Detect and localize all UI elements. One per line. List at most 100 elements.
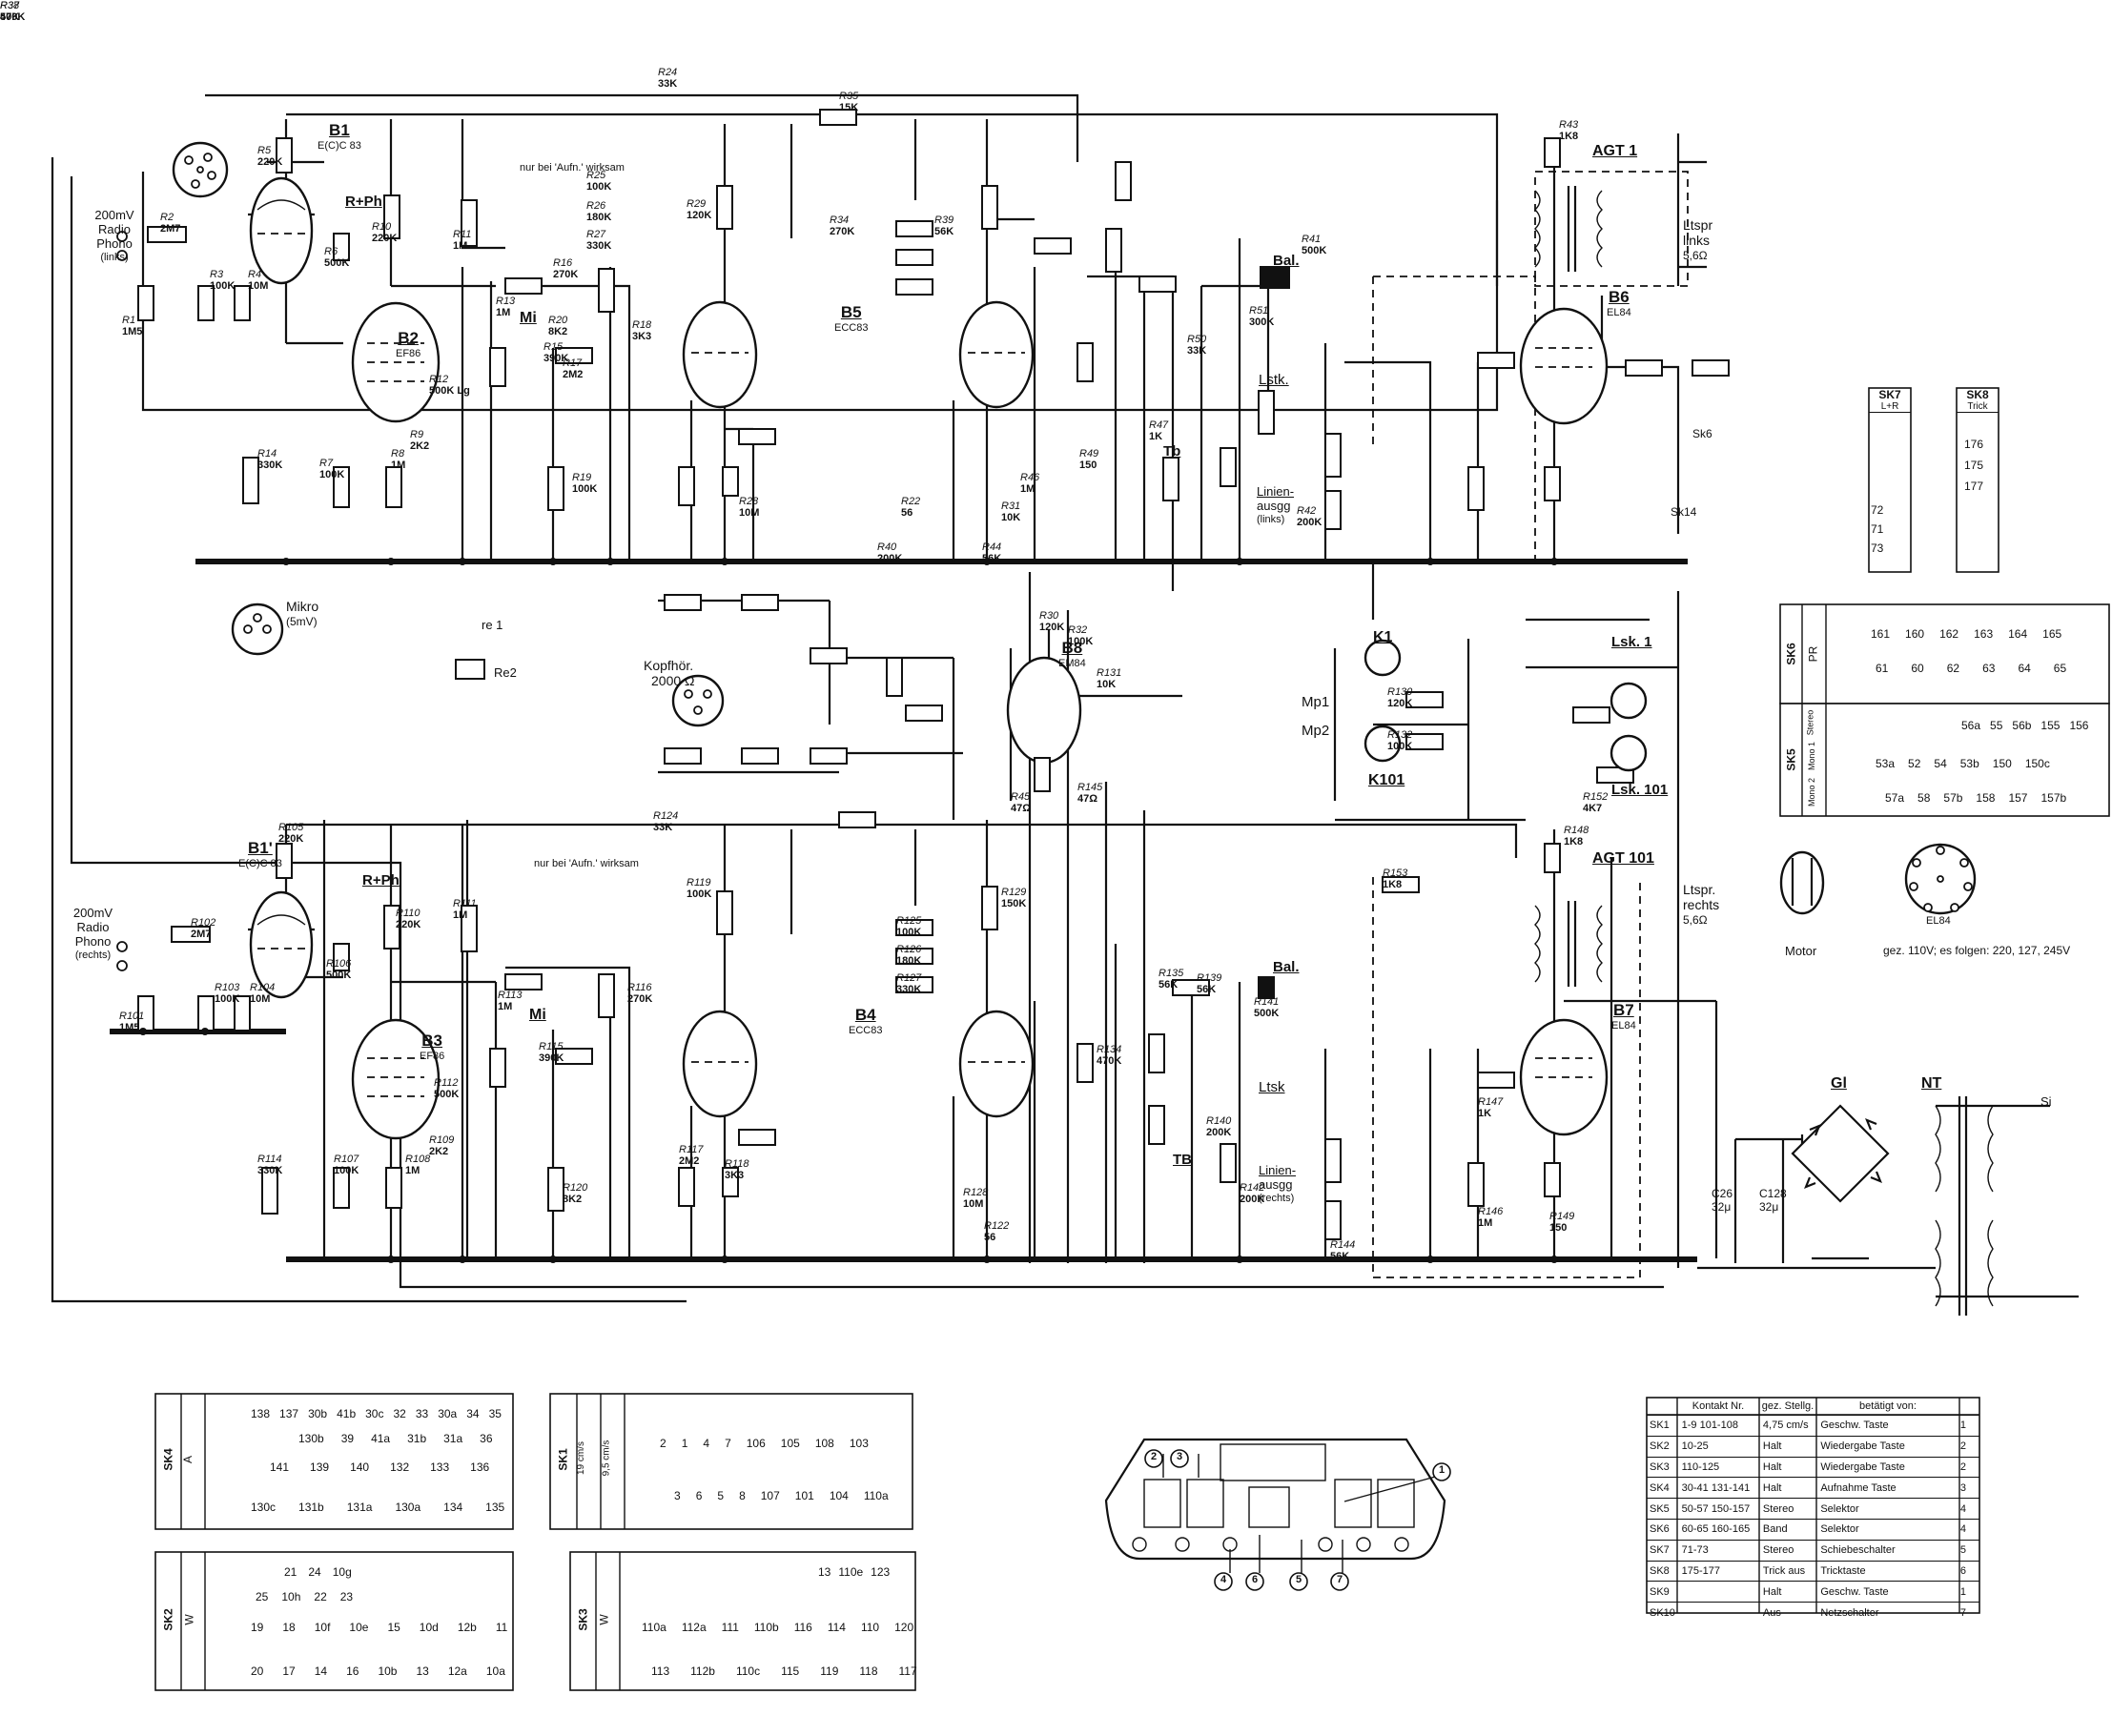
sk2-pos: W [182, 1614, 196, 1625]
table-cell: Wiedergabe Taste [1820, 1460, 1905, 1473]
contact-number: 113 [651, 1665, 670, 1678]
table-cell: 110-125 [1681, 1460, 1720, 1473]
contact-number: 12b [457, 1621, 477, 1634]
resistor-value: 100K [687, 888, 712, 900]
contact-number: 158 [1976, 791, 1996, 805]
resistor-name: R13 [496, 296, 516, 307]
contact-number: 15 [387, 1621, 400, 1634]
resistor-value: 1M [496, 307, 511, 318]
agt101-label: AGT 101 [1592, 850, 1654, 867]
resistor-value: 1M [405, 1165, 420, 1176]
contact-number: 110a [642, 1621, 666, 1634]
table-cell: SK9 [1650, 1585, 1670, 1598]
resistor-value: 10M [248, 280, 269, 292]
contact-number: 34 [466, 1407, 480, 1420]
contact-number: 106 [746, 1437, 766, 1450]
resistor-name: R37 [0, 0, 20, 11]
contact-number: 118 [859, 1665, 878, 1678]
control-bal-top: Bal. [1273, 253, 1300, 269]
contact-number: 175 [1964, 459, 1984, 472]
contact-number: 73 [1871, 541, 1884, 555]
resistor-value: 120K [1387, 698, 1413, 709]
sk5-name: SK5 [1784, 748, 1798, 771]
resistor-value: 220K [372, 233, 398, 244]
contact-number: 10g [332, 1565, 352, 1579]
resistor-value: 1K [1478, 1108, 1492, 1119]
resistor-name: R12 [429, 374, 449, 385]
resistor-value: 2M7 [191, 929, 212, 940]
resistor-name: R119 [687, 877, 711, 888]
resistor-value: 2M2 [563, 369, 584, 380]
table-cell: Geschw. Taste [1820, 1419, 1889, 1432]
resistor-name: R104 [250, 982, 276, 993]
resistor-value: 4K7 [1583, 803, 1603, 814]
mp2-label: Mp2 [1302, 723, 1330, 739]
resistor-value: 200K [1297, 517, 1323, 528]
resistor-value: 2K2 [429, 1146, 449, 1157]
nt-label: NT [1921, 1075, 1942, 1092]
contact-number: 62 [1946, 662, 1960, 675]
contact-number: 137 [279, 1407, 299, 1420]
resistor-value: 390K [539, 1052, 564, 1064]
table-cell: 5 [1959, 1544, 1967, 1557]
resistor-value: 200K [877, 553, 903, 564]
contact-number: 135 [485, 1501, 505, 1514]
callout-number: 3 [1176, 1451, 1183, 1462]
table-cell: Aufnahme Taste [1820, 1481, 1897, 1494]
contact-number: 164 [2008, 627, 2028, 641]
resistor-name: R107 [334, 1154, 359, 1165]
contact-number: 3 [674, 1489, 681, 1502]
resistor-value: 10K [1001, 512, 1021, 523]
contact-number: 18 [282, 1621, 296, 1634]
table-cell: 6 [1959, 1564, 1967, 1577]
kopfhoerer-label: Kopfhör. 2000 Ω [644, 658, 695, 688]
table-cell: Halt [1762, 1585, 1782, 1598]
resistor-name: R8 [391, 448, 405, 460]
contact-number: 53a [1876, 757, 1896, 770]
contact-number: 161 [1871, 627, 1891, 641]
table-cell: Netzschalter [1820, 1606, 1879, 1619]
contact-number: 141 [270, 1460, 290, 1474]
resistor-name: R101 [119, 1011, 145, 1022]
table-cell: SK7 [1650, 1544, 1670, 1557]
resistor-name: R19 [572, 472, 592, 483]
table-cell: Wiedergabe Taste [1820, 1440, 1905, 1453]
resistor-value: 1K8 [1559, 131, 1579, 142]
contact-number: 19 [251, 1621, 264, 1634]
resistor-name: R14 [257, 448, 277, 460]
table-cell: 2 [1959, 1440, 1967, 1453]
resistor-value: 150 [1549, 1222, 1568, 1234]
resistor-name: R47 [1149, 419, 1169, 431]
